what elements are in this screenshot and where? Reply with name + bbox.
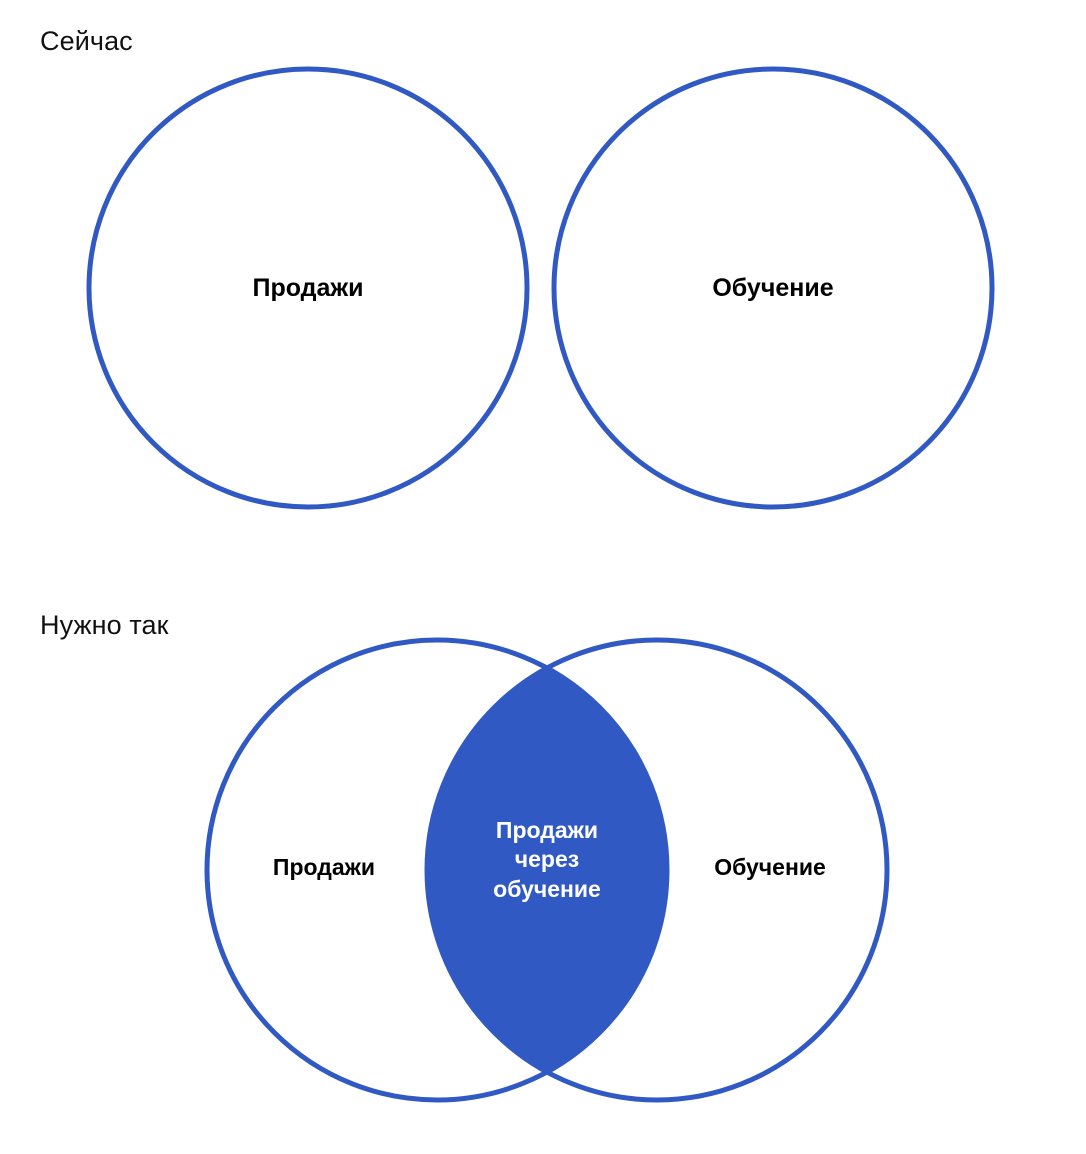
bottom-venn-group <box>204 637 890 1103</box>
bottom-right-circle-label: Обучение <box>714 854 826 880</box>
intersection-label-line-1: Продажи <box>495 817 599 843</box>
bottom-right-circle <box>424 637 890 1103</box>
intersection-label-line-3: обучение <box>493 875 601 902</box>
bottom-left-circle-label: Продажи <box>272 854 376 880</box>
section-label-needed: Нужно так <box>40 610 169 640</box>
intersection-label-line-2: через <box>514 846 580 873</box>
intersection-lens <box>427 640 667 1100</box>
section-label-now: Сейчас <box>40 26 133 56</box>
top-right-circle <box>551 66 995 510</box>
intersection-label: Продажи через обучение <box>462 816 632 904</box>
top-left-circle <box>86 66 530 510</box>
bottom-left-circle <box>204 637 670 1103</box>
top-right-circle-label: Обучение <box>712 274 834 302</box>
top-left-circle-label: Продажи <box>252 274 364 302</box>
